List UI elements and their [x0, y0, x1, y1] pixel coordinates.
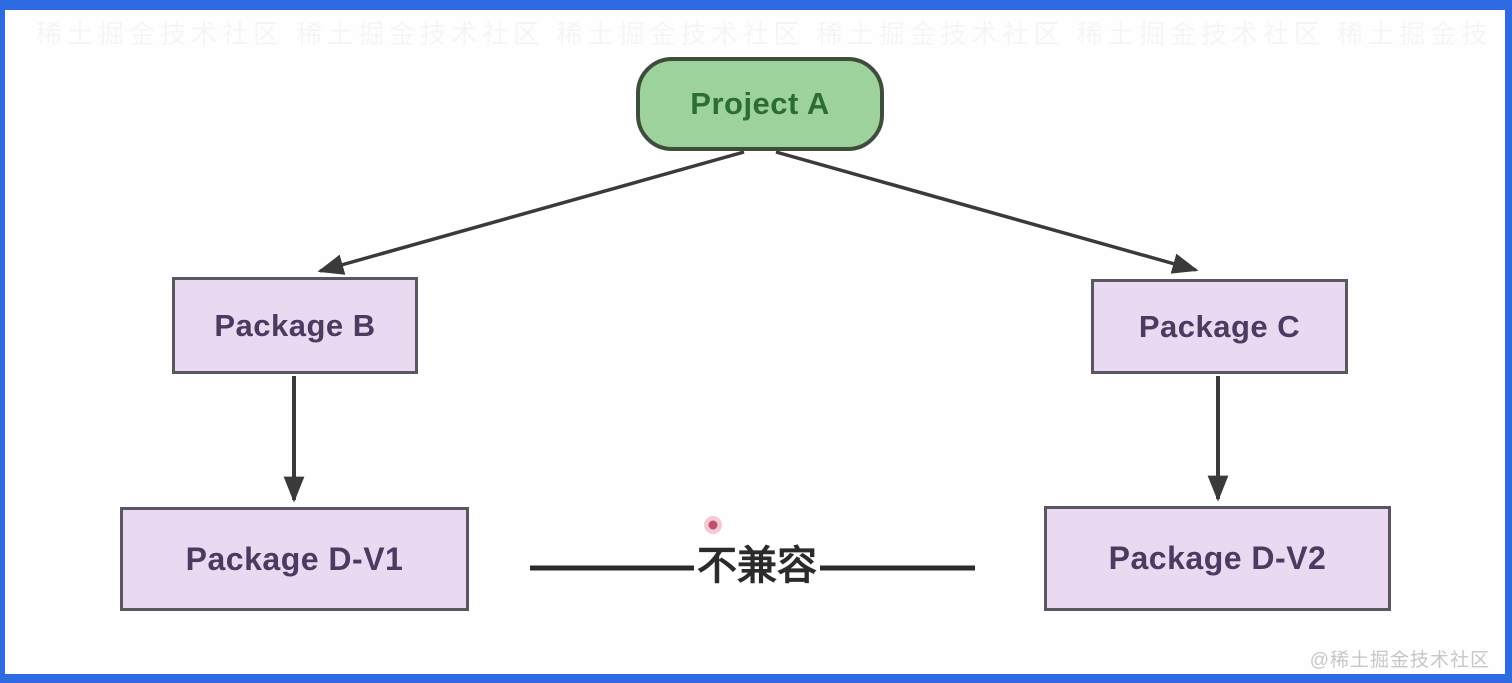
node-package-d-v2-label: Package D-V2: [1108, 540, 1327, 576]
community-watermark: @稀土掘金技术社区: [1309, 650, 1490, 671]
node-project-a: Project A: [636, 57, 884, 151]
faint-watermark-row: 稀土掘金技术社区 稀土掘金技术社区 稀土掘金技术社区 稀土掘金技术社区 稀土掘金…: [36, 19, 1488, 49]
edge-project-a-to-package-c: [775, 150, 1199, 274]
pointer-dot: [708, 520, 718, 530]
pointer-dot-halo: [704, 516, 722, 534]
node-project-a-label: Project A: [690, 86, 830, 121]
node-package-d-v1-label: Package D-V1: [185, 540, 404, 577]
node-package-d-v2: Package D-V2: [1044, 506, 1391, 611]
incompatible-label: 不兼容: [694, 543, 820, 589]
node-package-c: Package C: [1091, 279, 1348, 374]
node-package-d-v1: Package D-V1: [120, 507, 469, 611]
node-package-b-label: Package B: [214, 307, 376, 343]
node-package-b: Package B: [172, 277, 418, 374]
edge-project-a-to-package-b: [317, 150, 745, 275]
node-package-c-label: Package C: [1138, 308, 1301, 344]
